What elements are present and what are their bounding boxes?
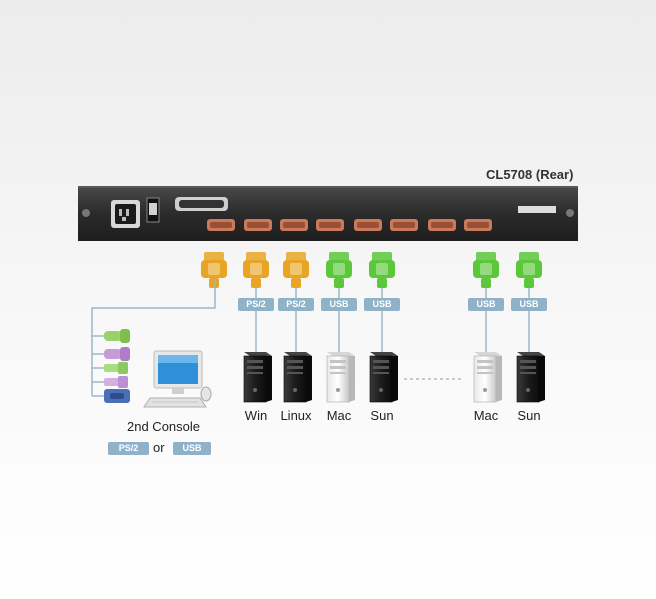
black-tower-icon — [243, 352, 272, 403]
rear-panel — [78, 186, 578, 241]
vga-port — [316, 219, 344, 231]
vga-plug-blue — [104, 389, 130, 403]
keyboard-plug-ps2 — [104, 329, 130, 343]
device-title: CL5708 (Rear) — [486, 167, 574, 182]
vga-port — [354, 219, 382, 231]
kvm-cable-connector — [201, 252, 227, 288]
console-monitor-icon — [153, 350, 203, 394]
console-mouse-icon — [200, 386, 212, 402]
kvm-cable-connector — [473, 252, 499, 288]
console-option-usb: USB — [173, 442, 211, 455]
port-type-badge: USB — [511, 298, 547, 311]
panel-screw-left — [82, 209, 90, 217]
black-tower-icon — [516, 352, 545, 403]
vga-port — [244, 219, 272, 231]
kvm-cable-connector — [369, 252, 395, 288]
mouse-plug-ps2 — [104, 347, 130, 361]
vga-port — [390, 219, 418, 231]
black-tower-icon — [369, 352, 398, 403]
mouse-plug-usb — [104, 376, 128, 388]
kvm-cable-connector — [243, 252, 269, 288]
silver-tower-icon — [473, 352, 502, 403]
port-type-badge: USB — [364, 298, 400, 311]
host-label: Win — [244, 408, 268, 423]
power-socket — [111, 200, 140, 228]
kvm-cable-connector — [516, 252, 542, 288]
port-label-strip — [518, 206, 556, 213]
port-type-badge: USB — [468, 298, 504, 311]
console-cable — [91, 279, 216, 397]
host-label: Sun — [370, 408, 394, 423]
black-tower-icon — [283, 352, 312, 403]
host-label: Linux — [280, 408, 312, 423]
silver-tower-icon — [326, 352, 355, 403]
kvm-cable-connector — [326, 252, 352, 288]
host-label: Mac — [326, 408, 352, 423]
vga-port — [207, 219, 235, 231]
port-type-badge: USB — [321, 298, 357, 311]
power-switch — [146, 197, 160, 223]
vga-port — [280, 219, 308, 231]
console-keyboard-icon — [143, 397, 207, 408]
panel-screw-right — [566, 209, 574, 217]
console-option-ps2: PS/2 — [108, 442, 149, 455]
vga-port — [428, 219, 456, 231]
port-type-badge: PS/2 — [238, 298, 274, 311]
console-port — [175, 197, 228, 211]
kvm-cable-connector — [283, 252, 309, 288]
host-label: Mac — [473, 408, 499, 423]
console-label: 2nd Console — [127, 419, 200, 434]
vga-port — [464, 219, 492, 231]
console-or-text: or — [153, 440, 165, 455]
port-type-badge: PS/2 — [278, 298, 314, 311]
keyboard-plug-usb — [104, 362, 128, 374]
host-label: Sun — [517, 408, 541, 423]
